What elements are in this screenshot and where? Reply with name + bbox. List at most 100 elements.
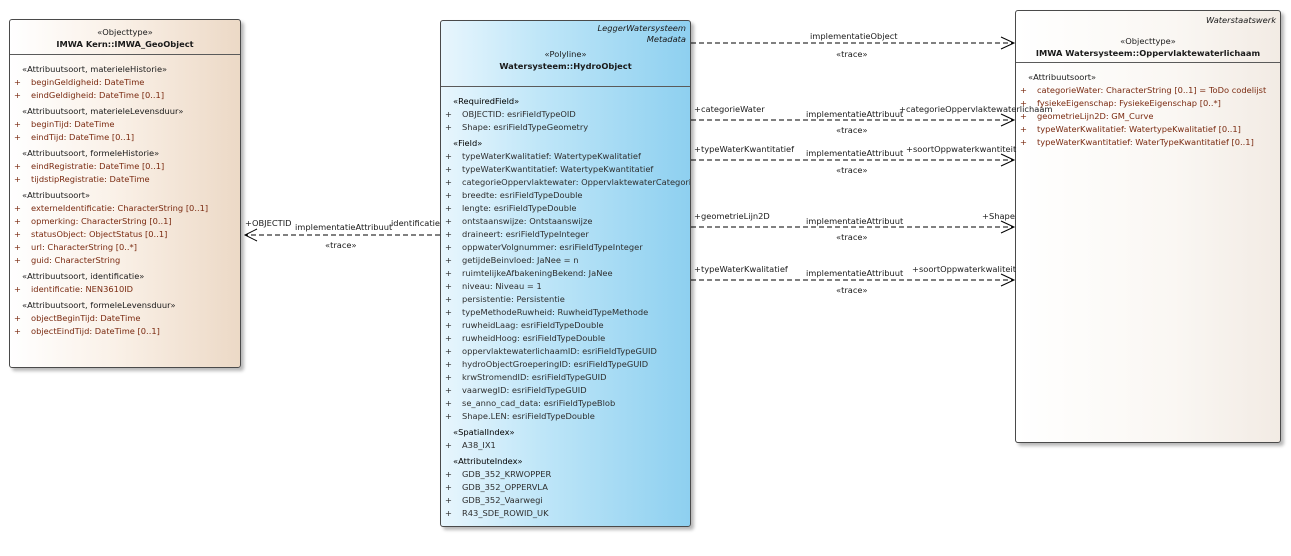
attribute-compartment: «RequiredField»+OBJECTID: esriFieldTypeO… <box>441 87 690 520</box>
visibility-public-icon: + <box>445 398 452 408</box>
class-tagged-value: LeggerWatersysteem <box>597 23 686 33</box>
connector-top-arrowhead <box>1000 36 1016 50</box>
class-header: Waterstaatswerk «Objecttype» IMWA Waters… <box>1016 11 1280 63</box>
connector-left-stereotype: «trace» <box>325 240 357 250</box>
connector-r4-name: implementatieAttribuut <box>806 268 904 278</box>
class-name: Watersysteem::HydroObject <box>499 61 632 71</box>
attribute-row[interactable]: +tijdstipRegistratie: DateTime <box>10 173 240 186</box>
attribute-row[interactable]: +getijdeBeinvloed: JaNee = n <box>441 254 690 267</box>
attribute-text: url: CharacterString [0..*] <box>31 242 137 252</box>
attribute-row[interactable]: +Shape: esriFieldTypeGeometry <box>441 121 690 134</box>
attribute-row[interactable]: +oppervlaktewaterlichaamID: esriFieldTyp… <box>441 345 690 358</box>
attribute-row[interactable]: +GDB_352_OPPERVLA <box>441 481 690 494</box>
class-stereotype: «Polyline» <box>544 49 587 59</box>
class-oppervlaktewaterlichaam[interactable]: Waterstaatswerk «Objecttype» IMWA Waters… <box>1015 10 1281 443</box>
attribute-row[interactable]: +draineert: esriFieldTypeInteger <box>441 228 690 241</box>
attribute-row[interactable]: +typeWaterKwalitatief: WatertypeKwalitat… <box>1016 123 1280 136</box>
class-header: LeggerWatersysteem Metadata «Polyline» W… <box>441 21 690 87</box>
connector-left-source-role: identificatie <box>391 218 441 228</box>
attribute-text: tijdstipRegistratie: DateTime <box>31 174 150 184</box>
attribute-group-title: «Attribuutsoort» <box>22 190 91 200</box>
class-tagged-value: Waterstaatswerk <box>1205 15 1276 25</box>
attribute-row[interactable]: +typeWaterKwantitatief: WatertypeKwantit… <box>441 163 690 176</box>
connector-top-stereotype: «trace» <box>836 49 868 59</box>
attribute-text: beginGeldigheid: DateTime <box>31 77 145 87</box>
attribute-row[interactable]: +ruwheidHoog: esriFieldTypeDouble <box>441 332 690 345</box>
attribute-text: lengte: esriFieldTypeDouble <box>462 203 577 213</box>
attribute-row[interactable]: +geometrieLijn2D: GM_Curve <box>1016 110 1280 123</box>
attribute-row[interactable]: +externeIdentificatie: CharacterString [… <box>10 202 240 215</box>
attribute-row[interactable]: +fysiekeEigenschap: FysiekeEigenschap [0… <box>1016 97 1280 110</box>
attribute-row[interactable]: +categorieOppervlaktewater: Oppervlaktew… <box>441 176 690 189</box>
attribute-text: Shape.LEN: esriFieldTypeDouble <box>462 411 595 421</box>
attribute-text: oppervlaktewaterlichaamID: esriFieldType… <box>462 346 657 356</box>
attribute-text: OBJECTID: esriFieldTypeOID <box>462 109 576 119</box>
attribute-row[interactable]: +GDB_352_Vaarwegi <box>441 494 690 507</box>
attribute-row[interactable]: +objectEindTijd: DateTime [0..1] <box>10 325 240 338</box>
attribute-text: ruwheidHoog: esriFieldTypeDouble <box>462 333 606 343</box>
attribute-row[interactable]: +ruimtelijkeAfbakeningBekend: JaNee <box>441 267 690 280</box>
visibility-public-icon: + <box>445 508 452 518</box>
attribute-text: R43_SDE_ROWID_UK <box>462 508 549 518</box>
attribute-row[interactable]: +categorieWater: CharacterString [0..1] … <box>1016 84 1280 97</box>
attribute-row[interactable]: +Shape.LEN: esriFieldTypeDouble <box>441 410 690 423</box>
attribute-row[interactable]: + OBJECTID: esriFieldTypeOID <box>441 108 690 121</box>
visibility-public-icon: + <box>14 242 21 252</box>
class-name: IMWA Watersysteem::Oppervlaktewaterlicha… <box>1035 48 1261 58</box>
attribute-text: objectBeginTijd: DateTime <box>31 313 141 323</box>
attribute-row[interactable]: +eindTijd: DateTime [0..1] <box>10 131 240 144</box>
attribute-row[interactable]: +niveau: Niveau = 1 <box>441 280 690 293</box>
attribute-text: identificatie: NEN3610ID <box>31 284 134 294</box>
attribute-text: GDB_352_KRWOPPER <box>462 469 552 479</box>
attribute-row[interactable]: +guid: CharacterString <box>10 254 240 267</box>
class-hydroobject[interactable]: LeggerWatersysteem Metadata «Polyline» W… <box>440 20 691 527</box>
attribute-group-title: «Field» <box>453 138 483 148</box>
visibility-public-icon: + <box>445 109 452 119</box>
attribute-text: persistentie: Persistentie <box>462 294 565 304</box>
attribute-row[interactable]: +identificatie: NEN3610ID <box>10 283 240 296</box>
visibility-public-icon: + <box>445 216 452 226</box>
attribute-text: GDB_352_Vaarwegi <box>462 495 543 505</box>
attribute-row[interactable]: +opmerking: CharacterString [0..1] <box>10 215 240 228</box>
attribute-row[interactable]: +GDB_352_KRWOPPER <box>441 468 690 481</box>
class-imwa-geoobject[interactable]: «Objecttype» IMWA Kern::IMWA_GeoObject «… <box>9 19 241 368</box>
connector-r2-name: implementatieAttribuut <box>806 148 904 158</box>
visibility-public-icon: + <box>14 161 21 171</box>
connector-r3-name: implementatieAttribuut <box>806 216 904 226</box>
class-tagged-value: Metadata <box>646 34 686 44</box>
attribute-row[interactable]: +typeWaterKwalitatief: WatertypeKwalitat… <box>441 150 690 163</box>
attribute-text: typeMethodeRuwheid: RuwheidTypeMethode <box>462 307 649 317</box>
attribute-row[interactable]: +typeMethodeRuwheid: RuwheidTypeMethode <box>441 306 690 319</box>
attribute-row[interactable]: +beginTijd: DateTime <box>10 118 240 131</box>
connector-r1-arrowhead <box>1000 113 1016 127</box>
attribute-row[interactable]: +hydroObjectGroeperingID: esriFieldTypeG… <box>441 358 690 371</box>
attribute-row[interactable]: +oppwaterVolgnummer: esriFieldTypeIntege… <box>441 241 690 254</box>
attribute-row[interactable]: +ruwheidLaag: esriFieldTypeDouble <box>441 319 690 332</box>
attribute-text: GDB_352_OPPERVLA <box>462 482 548 492</box>
class-header: «Objecttype» IMWA Kern::IMWA_GeoObject <box>10 20 240 55</box>
attribute-row[interactable]: +eindGeldigheid: DateTime [0..1] <box>10 89 240 102</box>
attribute-text: hydroObjectGroeperingID: esriFieldTypeGU… <box>462 359 649 369</box>
attribute-group-title: «Attribuutsoort» <box>1028 72 1097 82</box>
attribute-row[interactable]: +vaarwegID: esriFieldTypeGUID <box>441 384 690 397</box>
attribute-row[interactable]: + url: CharacterString [0..*] <box>10 241 240 254</box>
attribute-row[interactable]: +persistentie: Persistentie <box>441 293 690 306</box>
attribute-row[interactable]: +beginGeldigheid: DateTime <box>10 76 240 89</box>
attribute-row[interactable]: +typeWaterKwantitatief: WaterTypeKwantit… <box>1016 136 1280 149</box>
attribute-row[interactable]: +statusObject: ObjectStatus [0..1] <box>10 228 240 241</box>
attribute-row[interactable]: +breedte: esriFieldTypeDouble <box>441 189 690 202</box>
connector-top-name: implementatieObject <box>810 31 898 41</box>
attribute-row[interactable]: +ontstaanswijze: Ontstaanswijze <box>441 215 690 228</box>
attribute-row[interactable]: +krwStromendID: esriFieldTypeGUID <box>441 371 690 384</box>
connector-r1-source-role: +categorieWater <box>694 104 765 114</box>
attribute-row[interactable]: +A38_IX1 <box>441 439 690 452</box>
attribute-text: eindTijd: DateTime [0..1] <box>31 132 135 142</box>
attribute-row[interactable]: +lengte: esriFieldTypeDouble <box>441 202 690 215</box>
attribute-row[interactable]: + R43_SDE_ROWID_UK <box>441 507 690 520</box>
visibility-public-icon: + <box>1020 85 1027 95</box>
connector-r3-source-role: +geometrieLijn2D <box>694 211 770 221</box>
attribute-row[interactable]: +objectBeginTijd: DateTime <box>10 312 240 325</box>
attribute-row[interactable]: +eindRegistratie: DateTime [0..1] <box>10 160 240 173</box>
attribute-row[interactable]: +se_anno_cad_data: esriFieldTypeBlob <box>441 397 690 410</box>
